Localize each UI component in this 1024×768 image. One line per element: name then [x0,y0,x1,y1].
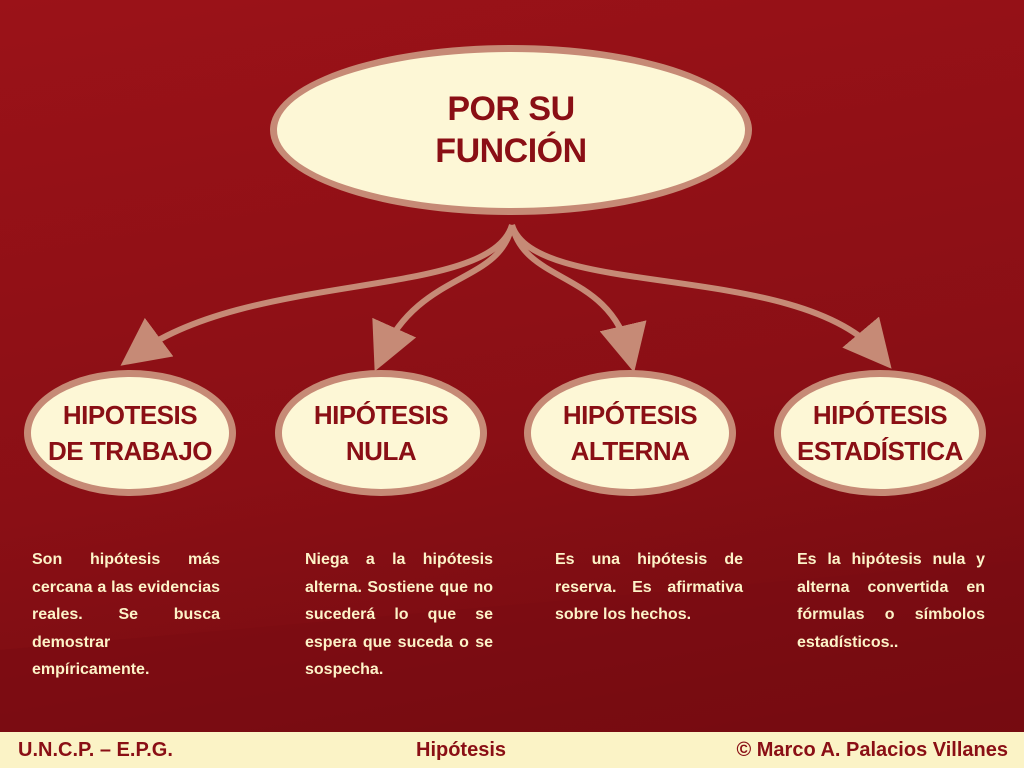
node-label-line-2: ALTERNA [570,436,690,466]
footer-institution: U.N.C.P. – E.P.G. [18,739,173,761]
root-node: POR SU FUNCIÓN [270,45,752,215]
node-hipotesis-estadistica: HIPÓTESIS ESTADÍSTICA [774,370,986,496]
node-hipotesis-nula: HIPÓTESIS NULA [275,370,487,496]
node-label-line-1: HIPÓTESIS [562,400,698,430]
root-label-line-2: FUNCIÓN [435,132,587,170]
arrow-to-nula [372,224,515,372]
footer-author: © Marco A. Palacios Villanes [736,739,1008,761]
node-label-line-1: HIPÓTESIS [313,400,449,430]
node-hipotesis-de-trabajo: HIPOTESIS DE TRABAJO [24,370,236,496]
description-hipotesis-alterna: Es una hipótesis de reserva. Es afirmati… [555,551,743,623]
description-hipotesis-estadistica: Es la hipótesis nula y alterna convertid… [797,551,985,651]
node-label-line-1: HIPOTESIS [62,400,198,430]
node-label-line-2: DE TRABAJO [47,436,213,466]
description-hipotesis-de-trabajo: Son hipótesis más cercana a las evidenci… [32,551,220,678]
arrow-to-trabajo [120,223,515,366]
node-label-line-2: NULA [345,436,417,466]
arrow-to-alterna [509,224,647,373]
root-label-line-1: POR SU [447,90,575,128]
footer-topic: Hipótesis [416,739,507,761]
node-hipotesis-alterna: HIPÓTESIS ALTERNA [524,370,736,496]
arrow-to-estadistica [509,223,892,369]
description-hipotesis-nula: Niega a la hipótesis alterna. Sostiene q… [305,551,493,678]
footer-bar: U.N.C.P. – E.P.G. Hipótesis © Marco A. P… [0,732,1024,768]
node-label-line-1: HIPÓTESIS [812,400,948,430]
node-label-line-2: ESTADÍSTICA [797,436,963,466]
